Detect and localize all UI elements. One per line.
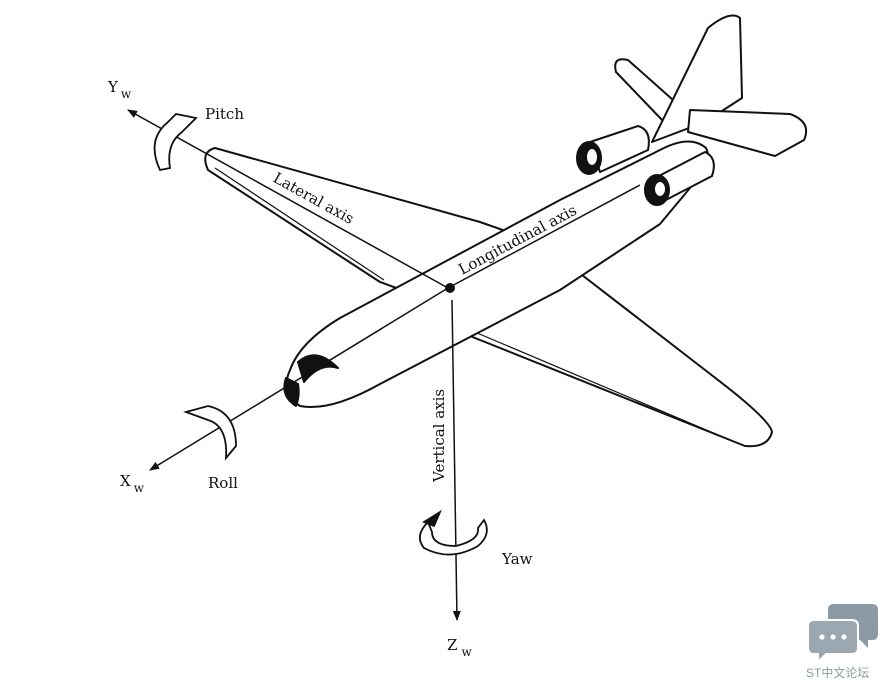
left-horizontal-stabilizer (614, 58, 683, 123)
left-wing-edge-line (214, 167, 385, 281)
lower-engine-pod (644, 151, 715, 206)
nose-tip (283, 377, 300, 407)
pitch-rotation-arrow (153, 113, 198, 172)
vertical-axis-line (451, 299, 461, 621)
yaw-label: Yaw (501, 550, 533, 568)
airplane-illustration (204, 14, 808, 448)
roll-label: Roll (208, 474, 238, 492)
roll-rotation-arrow (183, 405, 237, 461)
right-horizontal-stabilizer (687, 109, 808, 157)
chat-bubbles-icon (807, 604, 878, 665)
right-wing-edge-line (469, 329, 731, 441)
vertical-axis-label: Vertical axis (430, 389, 448, 483)
upper-engine-pod (576, 125, 650, 175)
longitudinal-axis-forward-line (149, 287, 449, 471)
pitch-label: Pitch (205, 105, 244, 123)
yaw-rotation-arrow (418, 509, 488, 556)
axes-group (127, 109, 641, 621)
center-of-gravity-dot (445, 283, 455, 293)
lateral-axis-line (127, 109, 449, 289)
watermark-text: ST中文论坛 (806, 665, 869, 680)
watermark: ST中文论坛 (806, 604, 878, 680)
longitudinal-axis-aft-line (447, 184, 641, 289)
